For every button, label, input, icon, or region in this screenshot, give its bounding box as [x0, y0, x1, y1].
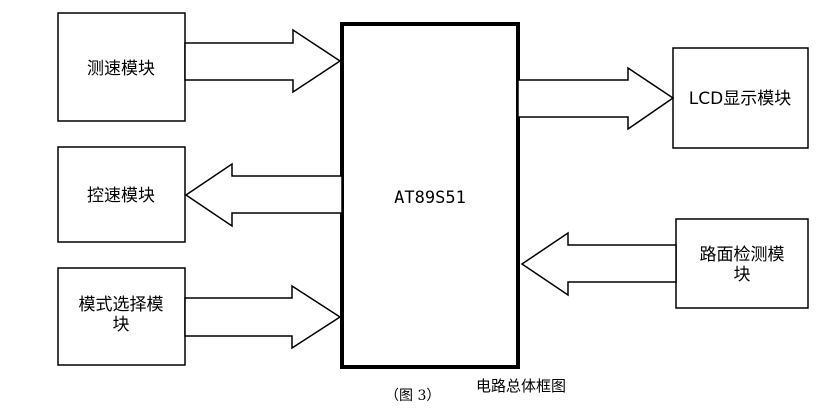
mode-select-label-line1: 模式选择模 — [79, 295, 164, 315]
arrow-road-detect-to-mcu — [520, 231, 677, 297]
mcu-label: AT89S51 — [394, 188, 466, 208]
speed-control-label: 控速模块 — [87, 186, 155, 206]
arrow-mode-select-to-mcu — [184, 284, 342, 350]
figure-number: （图 3） — [385, 388, 440, 404]
road-detect-label-line1: 路面检测模 — [700, 245, 785, 265]
mcu-block — [340, 22, 520, 369]
lcd-display-block — [672, 47, 809, 149]
speed-measure-label: 测速模块 — [87, 59, 155, 79]
mode-select-label-line2: 块 — [113, 315, 130, 335]
arrow-speed-measure-to-mcu — [184, 28, 342, 94]
speed-control-block — [57, 146, 186, 243]
lcd-display-label: LCD显示模块 — [689, 89, 791, 109]
figure-title: 电路总体框图 — [476, 377, 566, 395]
speed-measure-block — [57, 12, 186, 122]
arrow-mcu-to-speed-control — [184, 162, 343, 228]
road-detect-block — [675, 218, 809, 309]
road-detect-label-line2: 块 — [734, 265, 751, 285]
mode-select-block — [57, 267, 186, 366]
arrow-mcu-to-lcd — [517, 66, 675, 131]
